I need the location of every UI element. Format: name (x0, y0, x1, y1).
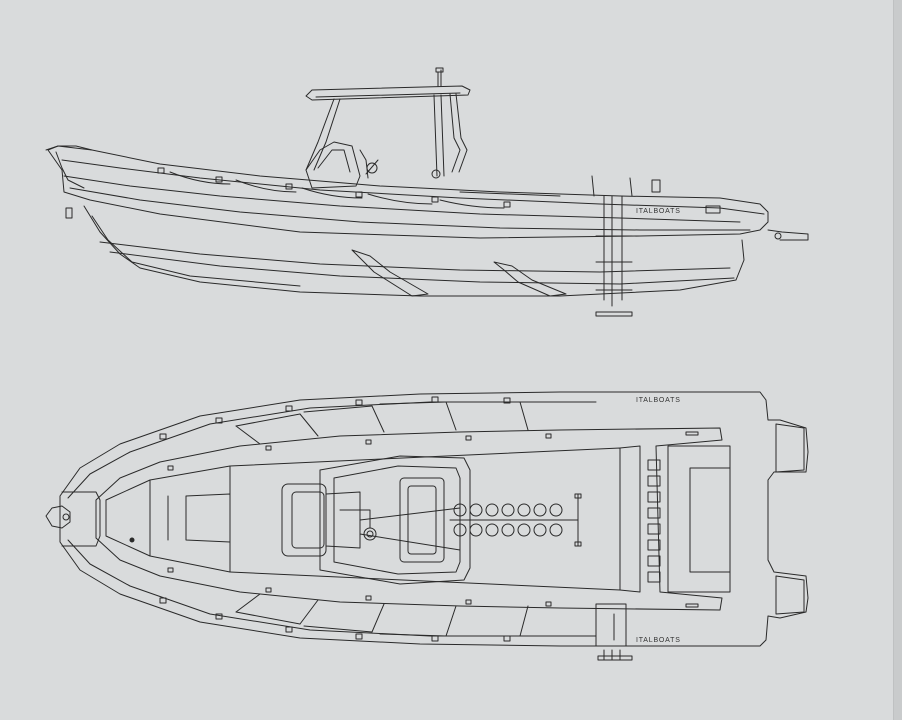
bottom-brand-label: ITALBOATS (636, 637, 681, 644)
tube-handles: ITALBOATS ITALBOATS (159, 396, 681, 644)
top-plan-view: ITALBOATS ITALBOATS (45, 391, 809, 661)
scuba-tank-rack (449, 493, 582, 547)
console (305, 141, 441, 189)
top-brand-label: ITALBOATS (636, 397, 681, 404)
t-top-canopy (305, 67, 471, 177)
hull-plan-outline (45, 391, 809, 661)
hull-side: ITALBOATS (45, 145, 809, 317)
center-console (281, 455, 471, 585)
side-brand-label: ITALBOATS (636, 208, 681, 215)
right-edge-bar (893, 0, 902, 720)
side-profile-view: ITALBOATS (45, 67, 809, 317)
transom-fittings (647, 459, 661, 583)
